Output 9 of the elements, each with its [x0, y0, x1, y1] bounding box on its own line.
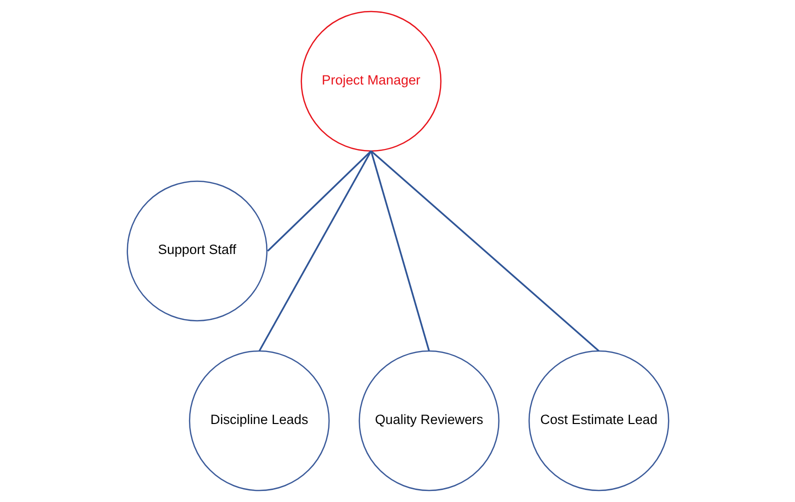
connector [370, 150, 599, 352]
connector [266, 150, 372, 252]
node-circle: Quality Reviewers [358, 350, 499, 492]
node-circle: Project Manager [300, 10, 441, 152]
connector [370, 150, 430, 352]
node-circle: Discipline Leads [188, 350, 330, 492]
node-circle: Cost Estimate Lead [528, 350, 669, 492]
node-circle: Support Staff [126, 180, 268, 322]
connector [258, 150, 372, 352]
